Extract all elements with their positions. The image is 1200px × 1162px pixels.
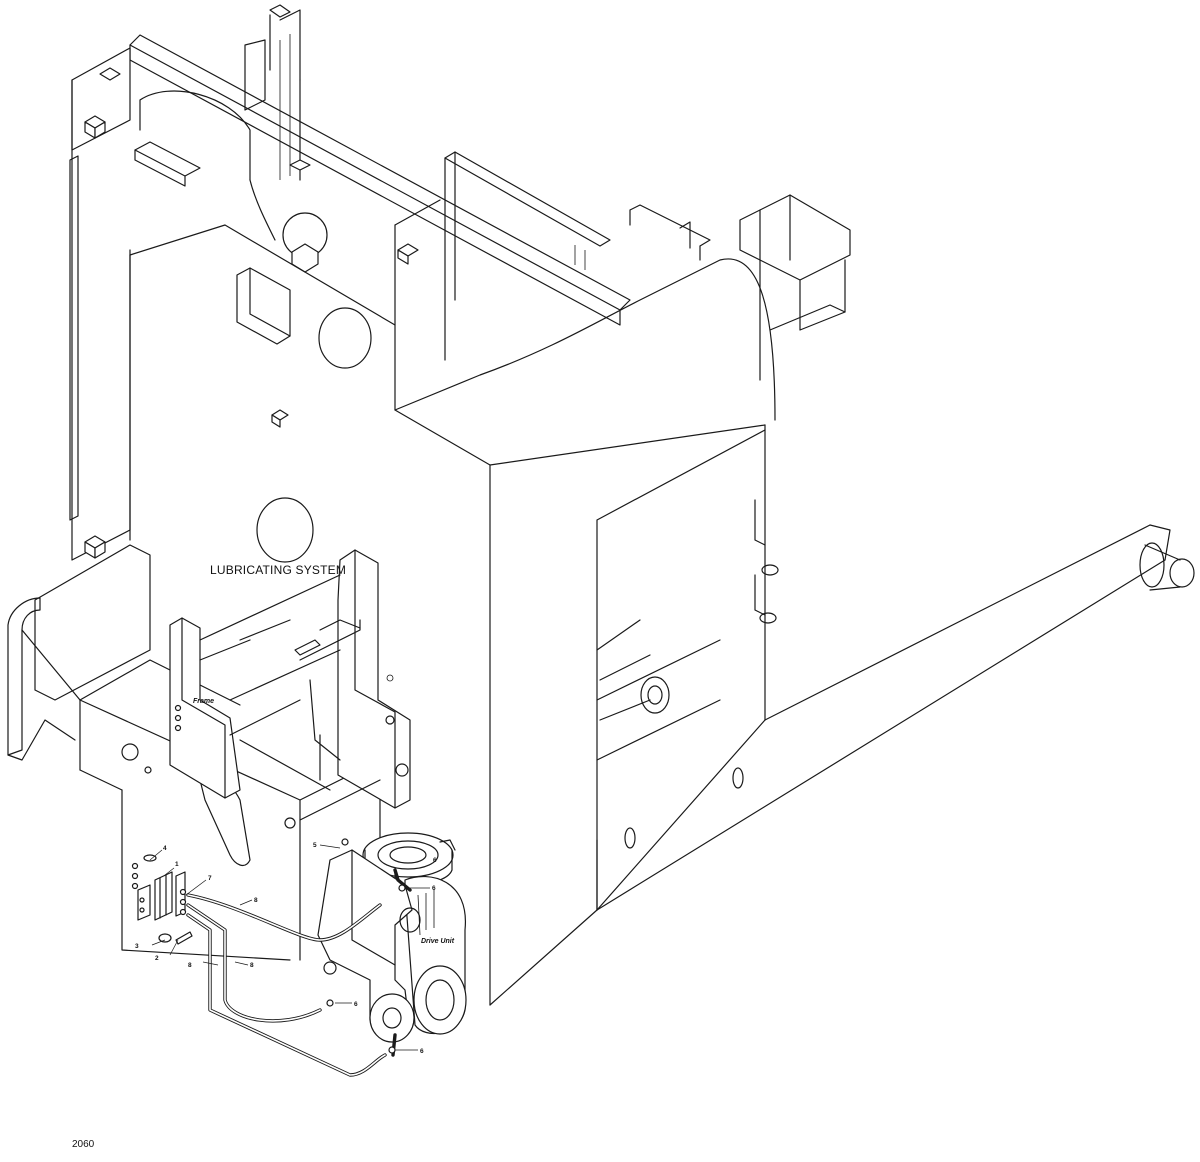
callout-4: 4 xyxy=(163,845,167,852)
bumper-frame xyxy=(7,544,381,961)
frame-brackets xyxy=(169,549,411,821)
callout-6-d: 6 xyxy=(433,857,437,864)
callout-3: 3 xyxy=(135,943,139,950)
callout-8-b: 8 xyxy=(188,962,192,969)
leader-lines xyxy=(149,844,430,1051)
lube-manifold xyxy=(131,704,412,1077)
callout-7: 7 xyxy=(208,875,212,882)
diagram-title: LUBRICATING SYSTEM xyxy=(210,563,346,577)
callout-8-a: 8 xyxy=(254,897,258,904)
callout-5: 5 xyxy=(313,842,317,849)
mast-frame xyxy=(69,4,851,561)
drive-unit-label: Drive Unit xyxy=(421,938,455,945)
callout-8-c: 8 xyxy=(250,962,254,969)
callout-2: 2 xyxy=(155,955,159,962)
callout-1: 1 xyxy=(175,861,179,868)
callout-6-b: 6 xyxy=(354,1001,358,1008)
frame-label: Frame xyxy=(193,698,214,705)
callout-6-a: 6 xyxy=(432,885,436,892)
callout-6-c: 6 xyxy=(420,1048,424,1055)
drive-unit xyxy=(317,832,467,1043)
page-number: 2060 xyxy=(72,1139,95,1150)
chassis-body xyxy=(129,199,1195,1006)
